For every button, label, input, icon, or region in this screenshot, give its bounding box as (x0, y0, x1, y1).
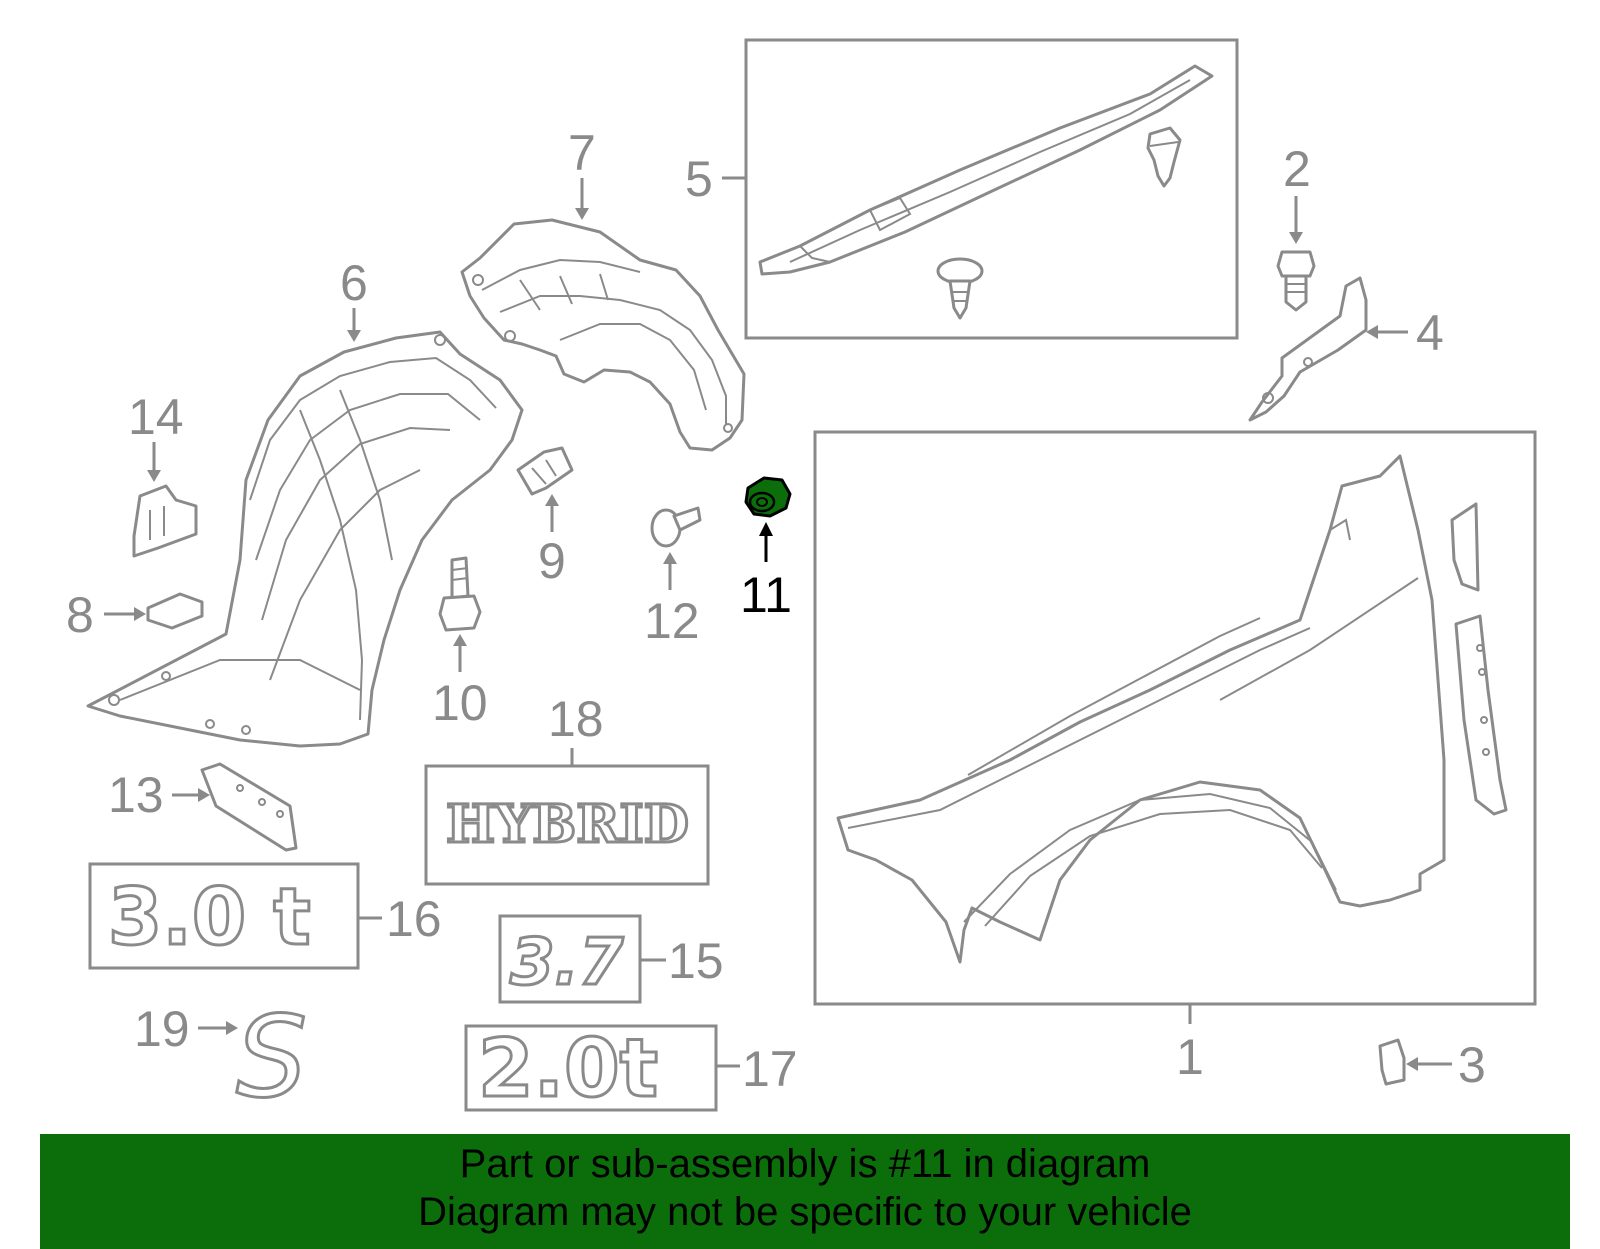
part-8-arrow (134, 607, 146, 621)
callout-13[interactable]: 13 (108, 767, 164, 823)
part-2-arrow (1289, 232, 1303, 244)
part-14-arrow (147, 470, 161, 482)
part-12-push-clip[interactable] (650, 506, 702, 548)
part-10-bolt[interactable] (438, 556, 482, 632)
callout-1[interactable]: 1 (1176, 1029, 1204, 1085)
part-3-clip[interactable] (1378, 1038, 1406, 1086)
callout-11[interactable]: 11 (740, 567, 792, 623)
callout-3[interactable]: 3 (1458, 1037, 1486, 1093)
part-15-37-emblem[interactable]: 3.7 (509, 925, 626, 1002)
part-4-bracket[interactable] (1248, 276, 1368, 422)
callout-16[interactable]: 16 (386, 891, 442, 947)
callout-5[interactable]: 5 (685, 151, 713, 207)
part-5-seal-strip[interactable] (758, 64, 1214, 276)
callout-19[interactable]: 19 (134, 1001, 190, 1057)
callout-9[interactable]: 9 (538, 533, 566, 589)
banner-line-1: Part or sub-assembly is #11 in diagram (459, 1142, 1151, 1186)
part-7-fender-liner[interactable] (460, 218, 746, 452)
part-13-arrow (198, 788, 210, 802)
callout-18[interactable]: 18 (548, 691, 604, 747)
part-18-box (424, 764, 710, 886)
callout-2[interactable]: 2 (1283, 141, 1311, 197)
part-6-fender-liner[interactable] (86, 330, 524, 748)
part-1-box (813, 430, 1537, 1006)
part-2-bolt[interactable] (1276, 250, 1316, 312)
part-1-fender[interactable] (836, 454, 1446, 964)
part-11-nut-highlighted[interactable] (744, 476, 792, 518)
part-16-box (88, 862, 360, 970)
callout-10[interactable]: 10 (432, 675, 488, 731)
part-17-20t-emblem[interactable]: 2.0t (477, 1021, 660, 1117)
part-19-s-emblem[interactable]: S (235, 992, 309, 1125)
part-5-box (744, 38, 1239, 340)
part-16-30t-emblem[interactable]: 3.0 t (107, 872, 313, 965)
part-9-clip[interactable] (516, 446, 574, 496)
part-4-arrow (1366, 325, 1378, 339)
part-12-arrow (663, 552, 677, 564)
callout-7[interactable]: 7 (568, 125, 596, 181)
part-8-pad[interactable] (146, 592, 204, 630)
part-5-clip-upper[interactable] (1146, 126, 1182, 188)
part-17-box (464, 1024, 718, 1112)
part-10-arrow (453, 634, 467, 646)
callout-12[interactable]: 12 (644, 593, 700, 649)
part-7-arrow (575, 208, 589, 220)
callout-14[interactable]: 14 (128, 389, 184, 445)
callout-15[interactable]: 15 (668, 933, 724, 989)
part-13-bracket[interactable] (200, 762, 298, 852)
part-3-arrow (1406, 1057, 1418, 1071)
part-9-arrow (545, 494, 559, 506)
banner-line-2: Diagram may not be specific to your vehi… (418, 1190, 1192, 1234)
part-5-clip-lower[interactable] (936, 257, 984, 320)
part-18-hybrid-emblem[interactable]: HYBRID (445, 793, 691, 857)
callout-17[interactable]: 17 (742, 1041, 798, 1097)
callout-4[interactable]: 4 (1416, 305, 1444, 361)
part-1-side-bracket-lower[interactable] (1454, 614, 1508, 816)
part-1-side-bracket-upper[interactable] (1450, 502, 1480, 592)
part-14-clip[interactable] (132, 484, 198, 558)
part-19-arrow (226, 1021, 238, 1035)
callout-8[interactable]: 8 (66, 587, 94, 643)
part-11-arrow (759, 522, 773, 536)
callout-6[interactable]: 6 (340, 255, 368, 311)
info-banner: Part or sub-assembly is #11 in diagram D… (40, 1134, 1570, 1249)
part-6-arrow (347, 330, 361, 342)
